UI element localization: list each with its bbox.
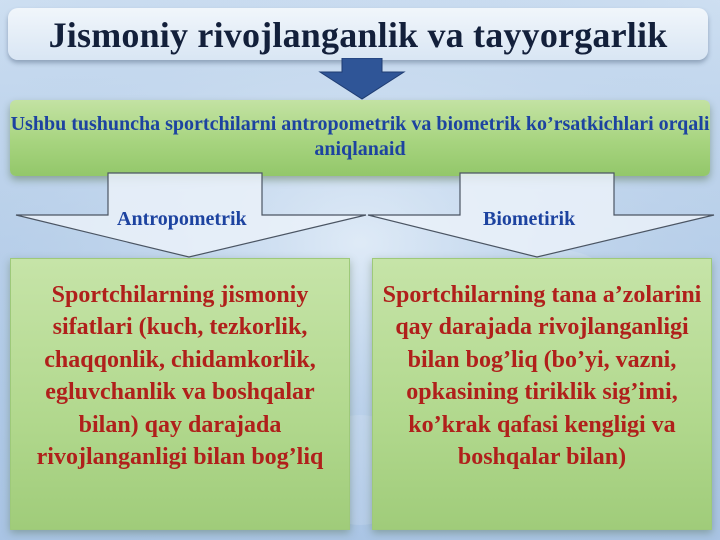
antropometrik-label: Antropometrik <box>117 208 247 230</box>
biometirik-box: Sportchilarning tana a’zolarini qay dara… <box>372 258 712 530</box>
page-title: Jismoniy rivojlanganlik va tayyorgarlik <box>48 15 668 55</box>
biometirik-label: Biometirik <box>483 208 576 230</box>
biometirik-callout-arrow <box>367 172 715 258</box>
definition-text: Ushbu tushuncha sportchilarni antropomet… <box>10 113 710 160</box>
definition-box: Ushbu tushuncha sportchilarni antropomet… <box>10 100 710 176</box>
down-arrow-icon <box>318 58 406 100</box>
antropometrik-callout-arrow <box>15 172 367 258</box>
antropometrik-description: Sportchilarning jismoniy sifatlari (kuch… <box>36 282 324 471</box>
title-bar: Jismoniy rivojlanganlik va tayyorgarlik <box>8 8 708 60</box>
antropometrik-box: Sportchilarning jismoniy sifatlari (kuch… <box>10 258 350 530</box>
biometirik-description: Sportchilarning tana a’zolarini qay dara… <box>382 282 702 471</box>
